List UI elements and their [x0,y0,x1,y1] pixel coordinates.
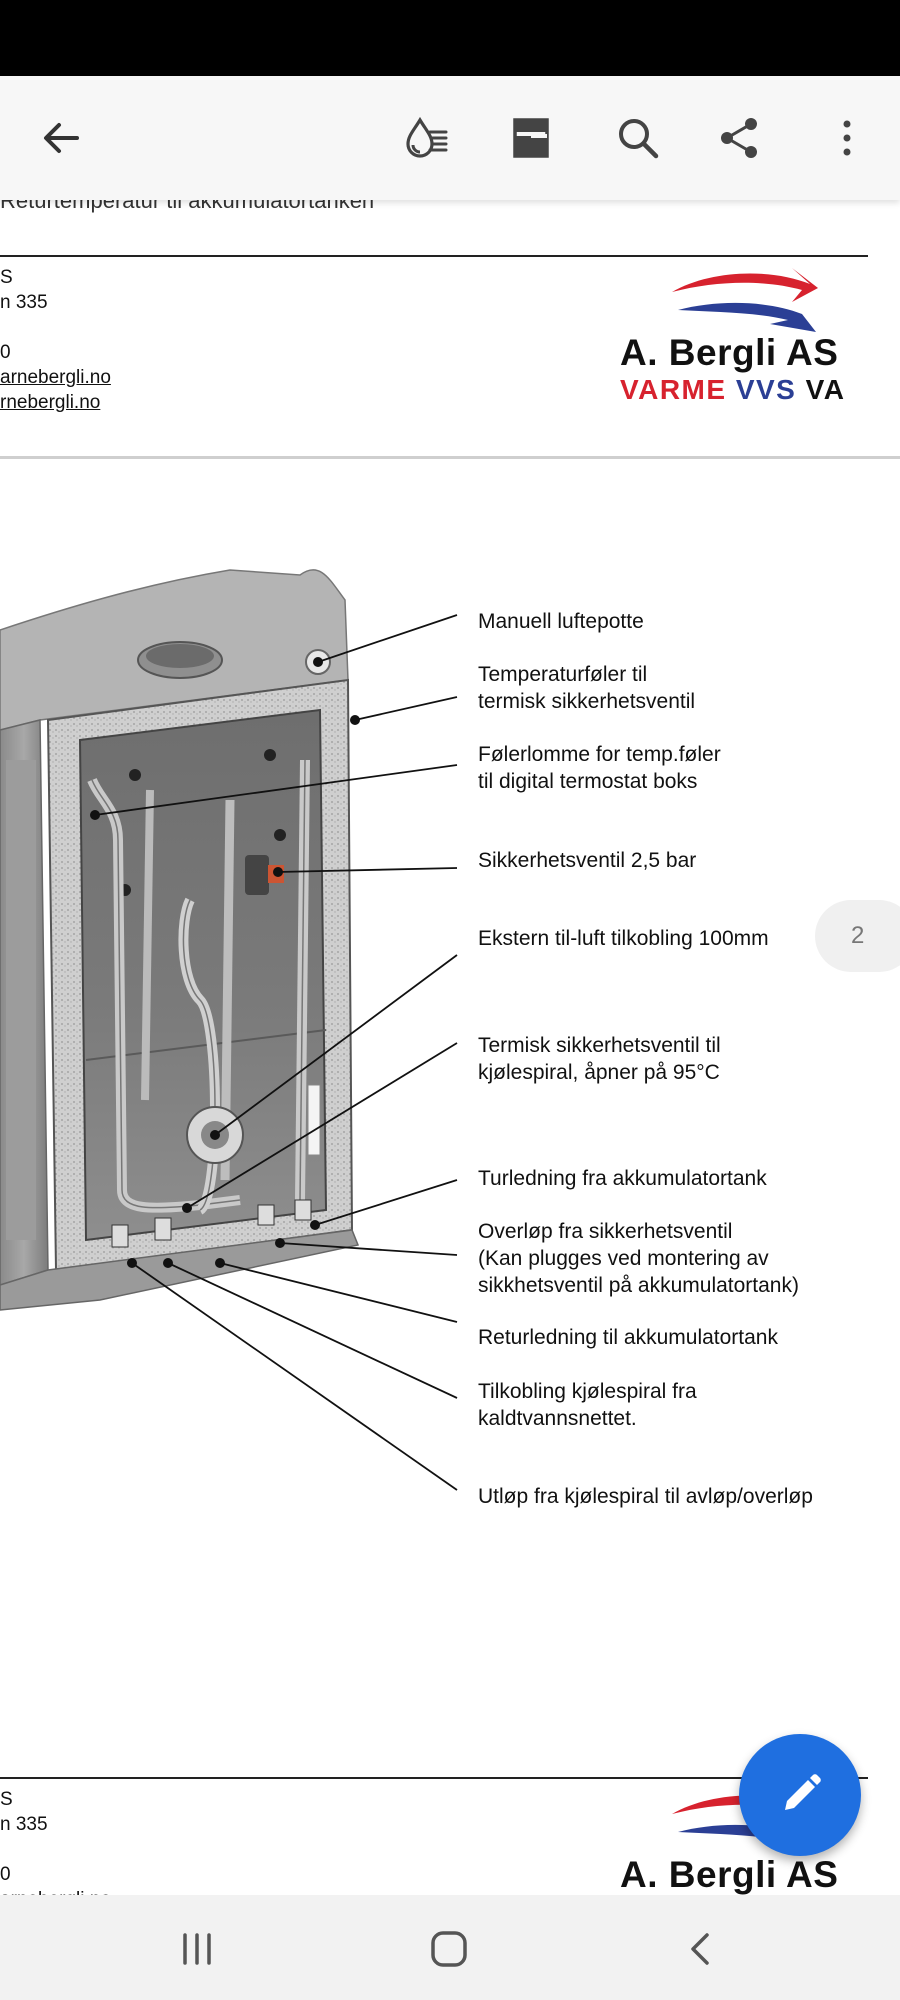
logo-tagline-vvs: VVS [735,374,797,405]
callout-line: Termisk sikkerhetsventil til [478,1034,721,1057]
callout-label: Manuell luftepotte [478,608,644,635]
callout-label: Tilkobling kjølespiral fra kaldtvannsnet… [478,1378,697,1432]
callout-line: Overløp fra sikkerhetsventil [478,1220,733,1243]
company-line: n 335 [0,292,48,313]
callout-label: Utløp fra kjølespiral til avløp/overløp [478,1483,813,1510]
company-email-link[interactable]: arnebergli.no [0,1887,111,1895]
edit-button[interactable] [739,1734,861,1856]
company-line: S [0,267,13,288]
recent-apps-icon[interactable] [165,1917,229,1981]
more-vert-icon[interactable] [811,102,883,174]
logo-name: A. Bergli AS [620,332,839,373]
callout-label: Overløp fra sikkerhetsventil (Kan plugge… [478,1218,799,1299]
viewer-toolbar [0,76,900,200]
company-address-block: S n 335 0 arnebergli.no rnebergli.no [0,265,111,415]
callout-line: Temperaturføler til [478,663,648,686]
status-bar [0,0,900,76]
company-line: 0 [0,1864,11,1885]
callout-line: kjølespiral, åpner på 95°C [478,1061,720,1084]
nav-back-icon[interactable] [669,1917,733,1981]
company-address-block: S n 335 0 arnebergli.no [0,1787,111,1895]
logo-tagline-va: VA [805,374,846,405]
heater-cutaway-drawing [0,569,458,1491]
document-page[interactable]: Returtemperatur til akkumulatortanken S … [0,200,900,1895]
callout-line: Sikkerhetsventil 2,5 bar [478,849,697,872]
callout-label: Temperaturføler til termisk sikkerhetsve… [478,661,695,715]
page-layout-icon[interactable] [495,102,567,174]
reading-mode-icon[interactable] [390,102,462,174]
callout-line: Returledning til akkumulatortank [478,1326,778,1349]
page-number-indicator: 2 [815,900,900,972]
home-icon[interactable] [417,1917,481,1981]
search-icon[interactable] [602,102,674,174]
callout-line: Følerlomme for temp.føler [478,743,721,766]
callout-line: sikkhetsventil på akkumulatortank) [478,1274,799,1297]
callout-line: (Kan plugges ved montering av [478,1247,769,1270]
logo-swoosh-graphic [672,268,818,332]
logo-tagline: VARME VVS VA [620,374,880,406]
share-icon[interactable] [703,102,775,174]
next-page-header-rule [0,1777,868,1779]
company-email-link[interactable]: arnebergli.no [0,367,111,388]
company-logo: A. Bergli AS VARME VVS VA [620,266,880,406]
company-web-link[interactable]: rnebergli.no [0,392,101,413]
cut-off-text-line: Returtemperatur til akkumulatortanken [0,200,375,213]
system-nav-bar [0,1895,900,2000]
callout-label: Termisk sikkerhetsventil til kjølespiral… [478,1032,721,1086]
callout-label: Følerlomme for temp.føler til digital te… [478,741,721,795]
callout-line: Manuell luftepotte [478,610,644,633]
header-bottom-rule [0,456,900,459]
callout-line: Utløp fra kjølespiral til avløp/overløp [478,1485,813,1508]
callout-line: kaldtvannsnettet. [478,1407,637,1430]
company-line: S [0,1789,13,1810]
header-top-rule [0,255,868,257]
arrow-back-icon[interactable] [25,102,97,174]
company-line: n 335 [0,1814,48,1835]
callout-line: Ekstern til-luft tilkobling 100mm [478,927,769,950]
company-line [0,1837,111,1862]
callout-line: til digital termostat boks [478,770,698,793]
callout-label: Returledning til akkumulatortank [478,1324,778,1351]
callout-line: Turledning fra akkumulatortank [478,1167,767,1190]
callout-line: Tilkobling kjølespiral fra [478,1380,697,1403]
logo-tagline-varme: VARME [620,374,727,405]
callout-label: Ekstern til-luft tilkobling 100mm [478,925,769,952]
logo-name: A. Bergli AS [620,1854,839,1895]
callout-line: termisk sikkerhetsventil [478,690,696,713]
edit-pencil-icon [785,1774,821,1810]
company-line: 0 [0,342,11,363]
callout-label: Turledning fra akkumulatortank [478,1165,767,1192]
callout-label: Sikkerhetsventil 2,5 bar [478,847,696,874]
